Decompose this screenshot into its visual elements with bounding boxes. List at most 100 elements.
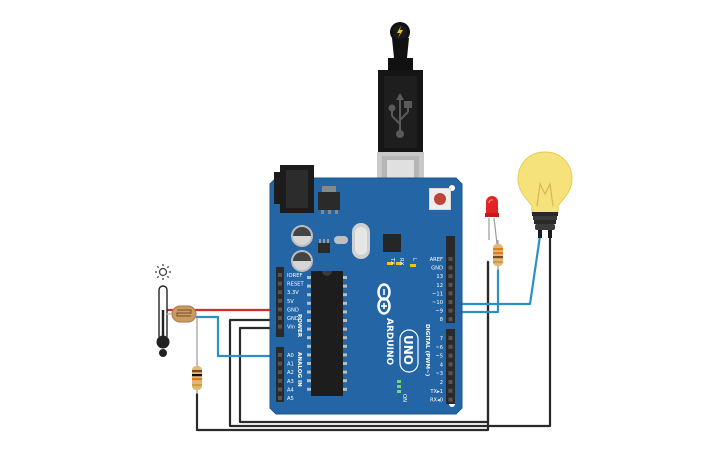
rx-label: RX <box>398 258 404 266</box>
pin-label: ~6 <box>435 345 443 351</box>
resistor-ldr[interactable] <box>192 318 202 394</box>
pin-label: ~5 <box>435 354 443 360</box>
chip-pin <box>307 310 311 314</box>
wires <box>161 234 552 432</box>
header-pin[interactable] <box>448 336 453 340</box>
header-pin[interactable] <box>278 298 282 303</box>
header-pin[interactable] <box>448 344 453 349</box>
header-pin[interactable] <box>448 397 453 402</box>
chip-pin <box>343 344 347 348</box>
brand-label: ARDUINO <box>384 318 394 366</box>
chip-pin <box>307 319 311 322</box>
header-pin[interactable] <box>448 282 453 287</box>
resistor-led[interactable] <box>493 240 503 270</box>
photoresistor[interactable] <box>166 305 197 323</box>
chip-pin <box>343 319 347 322</box>
red-led[interactable] <box>485 196 499 245</box>
chip-pin <box>307 336 311 340</box>
voltage-regulator <box>318 186 340 214</box>
pin-label: GND <box>287 316 299 322</box>
header-pin[interactable] <box>448 265 453 270</box>
capacitor <box>291 225 313 247</box>
header-pin[interactable] <box>448 308 453 313</box>
header-pin[interactable] <box>448 388 453 393</box>
pin-label: 8 <box>440 317 443 323</box>
wire-a0[interactable] <box>195 315 285 358</box>
chip-pin <box>343 387 347 391</box>
pin-label: ~9 <box>435 309 443 315</box>
chip-pin <box>307 276 311 279</box>
header-pin[interactable] <box>448 362 453 367</box>
digital-header-bottom[interactable] <box>446 329 455 404</box>
header-pin[interactable] <box>278 370 282 375</box>
small-regulator <box>318 239 330 253</box>
pin-label: A4 <box>287 387 295 393</box>
wire-pin9-led[interactable] <box>450 268 500 314</box>
chip-pin <box>307 301 311 305</box>
atmega-chip <box>307 271 347 396</box>
usb-chip <box>383 234 401 252</box>
on-led <box>397 380 401 393</box>
model-label: UNO <box>401 335 415 365</box>
header-pin[interactable] <box>448 274 453 279</box>
chip-pin <box>307 379 311 383</box>
lightning-icon <box>393 25 407 39</box>
header-pin[interactable] <box>278 290 282 295</box>
header-pin[interactable] <box>278 387 282 392</box>
power-section-label: POWER <box>296 314 302 338</box>
capacitor <box>291 250 313 272</box>
wire-gnd-vin[interactable] <box>228 234 552 428</box>
chip-pin <box>343 362 347 365</box>
header-pin[interactable] <box>278 353 282 357</box>
header-pin[interactable] <box>278 361 282 366</box>
header-pin[interactable] <box>278 273 282 277</box>
wire-gnd-resistor[interactable] <box>195 260 490 432</box>
on-label: ON <box>401 394 407 402</box>
pin-label: GND <box>431 266 443 272</box>
header-pin[interactable] <box>448 291 453 296</box>
header-pin[interactable] <box>278 378 282 383</box>
pin-label: A2 <box>287 370 294 376</box>
header-pin[interactable] <box>448 300 453 304</box>
arduino-logo <box>377 283 391 315</box>
sun-icon <box>155 264 171 280</box>
header-pin[interactable] <box>278 316 282 320</box>
pin-label: 5V <box>287 299 294 305</box>
pin-label: IOREF <box>287 273 302 279</box>
pin-label: RESET <box>287 282 304 288</box>
analog-header[interactable] <box>276 347 284 402</box>
pin-label: 12 <box>436 283 443 289</box>
header-pin[interactable] <box>448 371 453 376</box>
light-bulb[interactable] <box>517 151 573 238</box>
wire-pin10-bulb[interactable] <box>450 234 542 306</box>
pin-label: A0 <box>287 353 294 359</box>
thermometer-icon[interactable] <box>156 285 170 357</box>
header-pin[interactable] <box>278 307 282 312</box>
tx-label: TX <box>389 257 395 265</box>
header-pin[interactable] <box>278 324 282 329</box>
reset-button[interactable] <box>429 188 451 210</box>
header-pin[interactable] <box>278 396 282 400</box>
header-pin[interactable] <box>278 281 282 286</box>
chip-pin <box>307 387 311 391</box>
digital-header-top[interactable] <box>446 236 455 323</box>
header-pin[interactable] <box>448 257 453 261</box>
arduino-uno-board[interactable]: TX RX L ARDUINO UNO <box>269 165 463 415</box>
pin-label: TX▸1 <box>429 389 443 395</box>
pin-label: 4 <box>440 362 444 368</box>
pin-label: ~10 <box>432 300 443 306</box>
chip-pin <box>307 284 311 288</box>
chip-pin <box>343 379 347 383</box>
chip-pin <box>343 327 347 331</box>
chip-pin <box>343 370 347 374</box>
chip-pin <box>343 301 347 305</box>
pin-label: 13 <box>436 274 443 280</box>
chip-pin <box>307 353 311 357</box>
header-pin[interactable] <box>448 380 453 384</box>
header-pin[interactable] <box>448 317 453 322</box>
pin-label: GND <box>287 307 299 313</box>
usb-cable[interactable] <box>377 22 424 210</box>
header-pin[interactable] <box>448 353 453 358</box>
digital-section-label: DIGITAL (PWM~) <box>424 324 430 377</box>
